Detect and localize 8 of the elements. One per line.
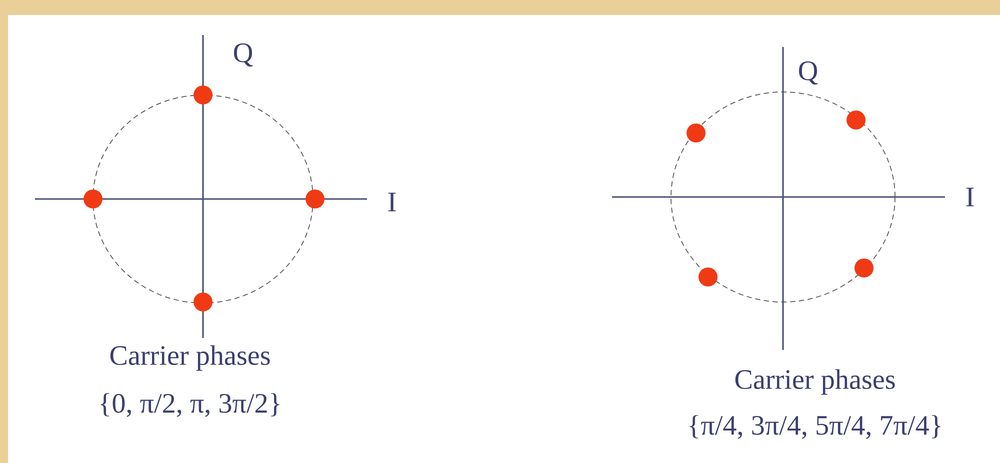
axis-label: I: [388, 192, 396, 212]
axis-label: Q: [234, 43, 253, 67]
caption-text: Carrier phases: [110, 345, 270, 371]
caption-text: Carrier phases: [735, 369, 895, 395]
caption-text: {0, π/2, π, 3π/2}: [100, 393, 280, 417]
axis-label: I: [966, 188, 974, 206]
caption-text: {π/4, 3π/4, 5π/4, 7π/4}: [690, 415, 940, 439]
axis-label: Q: [799, 61, 818, 85]
